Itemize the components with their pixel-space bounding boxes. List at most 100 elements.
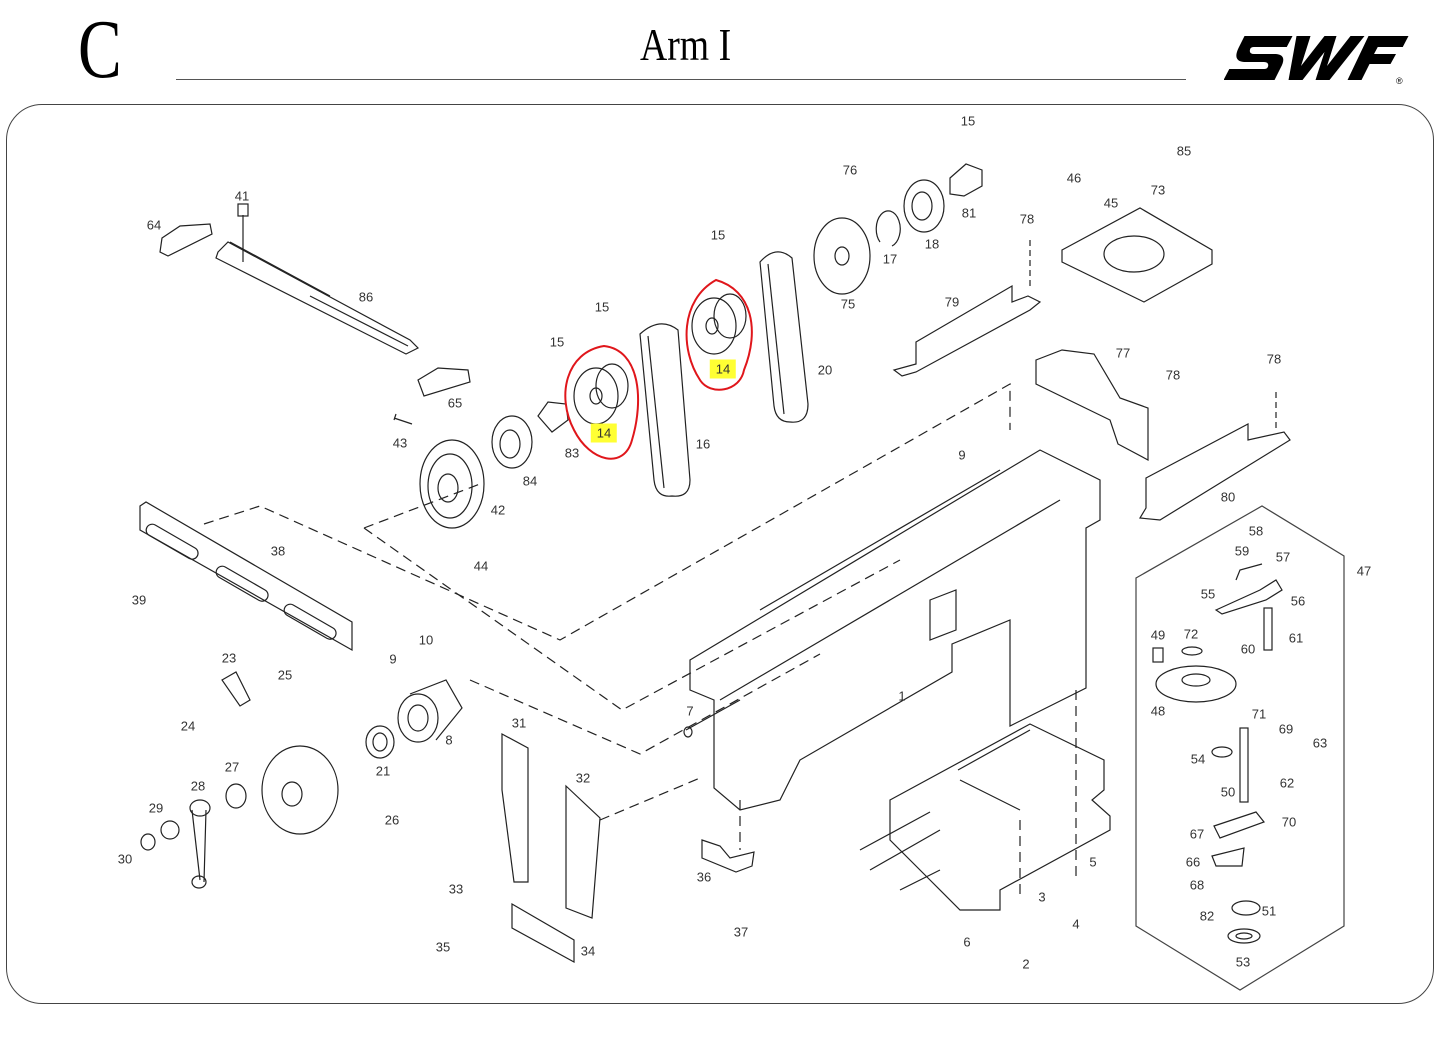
part-79-plate <box>892 240 1042 377</box>
callout-54: 54 <box>1190 751 1206 767</box>
part-18-bearing <box>903 179 945 233</box>
callout-31: 31 <box>511 715 527 731</box>
part-29-bushing <box>160 820 180 840</box>
callout-57: 57 <box>1275 549 1291 565</box>
callout-15-a: 15 <box>549 334 565 350</box>
callout-30: 30 <box>117 851 133 867</box>
callout-18: 18 <box>924 236 940 252</box>
callout-36: 36 <box>696 869 712 885</box>
callout-75: 75 <box>840 296 856 312</box>
callout-67: 67 <box>1189 826 1205 842</box>
part-55-lever <box>1214 563 1283 615</box>
callout-48: 48 <box>1150 703 1166 719</box>
part-83-collar <box>537 401 569 433</box>
part-31-plate <box>501 732 529 883</box>
callout-37: 37 <box>733 924 749 940</box>
callout-63: 63 <box>1312 735 1328 751</box>
callout-76: 76 <box>842 162 858 178</box>
part-86-rail <box>215 203 420 355</box>
callout-47: 47 <box>1356 563 1372 579</box>
callout-26: 26 <box>384 812 400 828</box>
callout-5: 5 <box>1089 854 1097 870</box>
part-53-washer <box>1227 928 1261 944</box>
callout-71: 71 <box>1251 706 1267 722</box>
callout-66: 66 <box>1185 854 1201 870</box>
part-47-group-box <box>1135 505 1345 991</box>
callout-7: 7 <box>686 703 694 719</box>
callout-86: 86 <box>358 289 374 305</box>
callout-83: 83 <box>564 445 580 461</box>
callout-53: 53 <box>1235 954 1251 970</box>
callout-56: 56 <box>1290 593 1306 609</box>
part-28-connecting-rod <box>189 799 211 889</box>
callout-16: 16 <box>695 436 711 452</box>
part-20-belt <box>759 251 809 423</box>
part-71-shaft <box>1239 727 1249 803</box>
callout-43: 43 <box>392 435 408 451</box>
callout-62: 62 <box>1279 775 1295 791</box>
callout-60: 60 <box>1240 641 1256 657</box>
part-67-lever <box>1213 811 1265 839</box>
part-16-belt <box>639 323 691 497</box>
section-letter: C <box>78 3 122 96</box>
assembly-lines <box>203 382 1077 900</box>
callout-32: 32 <box>575 770 591 786</box>
annotation-circle-14b <box>685 278 753 391</box>
part-84-bearing <box>491 415 533 469</box>
callout-81: 81 <box>961 205 977 221</box>
page-title: Arm I <box>640 19 732 70</box>
callout-49: 49 <box>1150 627 1166 643</box>
callout-3: 3 <box>1038 889 1046 905</box>
callout-51: 51 <box>1261 903 1277 919</box>
callout-33: 33 <box>448 881 464 897</box>
part-48-base <box>1155 665 1237 703</box>
part-1-arm <box>683 449 1101 811</box>
callout-6: 6 <box>963 934 971 950</box>
part-36-bracket <box>701 839 755 873</box>
part-49-screw <box>1152 647 1164 663</box>
callout-84: 84 <box>522 473 538 489</box>
callout-8: 8 <box>445 732 453 748</box>
part-51-pulley <box>1231 900 1261 916</box>
part-27-eccentric <box>225 745 339 835</box>
callout-15-c: 15 <box>710 227 726 243</box>
callout-64: 64 <box>146 217 162 233</box>
callout-46: 46 <box>1066 170 1082 186</box>
callout-29: 29 <box>148 800 164 816</box>
callout-20: 20 <box>817 362 833 378</box>
part-77-bracket <box>1035 349 1149 461</box>
callout-42: 42 <box>490 502 506 518</box>
callout-80: 80 <box>1220 489 1236 505</box>
part-72-washer <box>1181 646 1203 656</box>
callout-70: 70 <box>1281 814 1297 830</box>
callout-2: 2 <box>1022 956 1030 972</box>
part-14-pulley-a <box>573 363 629 425</box>
callout-35: 35 <box>435 939 451 955</box>
part-21-washer <box>365 725 395 759</box>
callout-69: 69 <box>1278 721 1294 737</box>
callout-68: 68 <box>1189 877 1205 893</box>
part-38-plate <box>139 501 353 652</box>
callout-39: 39 <box>131 592 147 608</box>
callout-17: 17 <box>882 251 898 267</box>
part-54-washer <box>1211 746 1233 758</box>
callout-15-d: 15 <box>960 113 976 129</box>
callout-9-a: 9 <box>958 447 966 463</box>
callout-10: 10 <box>418 632 434 648</box>
arm-base <box>859 723 1111 911</box>
callout-41: 41 <box>234 188 250 204</box>
callout-55: 55 <box>1200 586 1216 602</box>
part-80-plate <box>1138 392 1291 521</box>
part-14-pulley-b <box>691 293 747 355</box>
callout-34: 34 <box>580 943 596 959</box>
callout-78-a: 78 <box>1019 211 1035 227</box>
callout-14-highlighted-b: 14 <box>709 359 737 379</box>
callout-72: 72 <box>1183 626 1199 642</box>
callout-82: 82 <box>1199 908 1215 924</box>
callout-9-b: 9 <box>389 651 397 667</box>
callout-61: 61 <box>1288 630 1304 646</box>
callout-38: 38 <box>270 543 286 559</box>
callout-59: 59 <box>1234 543 1250 559</box>
part-45-plate <box>1061 207 1213 303</box>
